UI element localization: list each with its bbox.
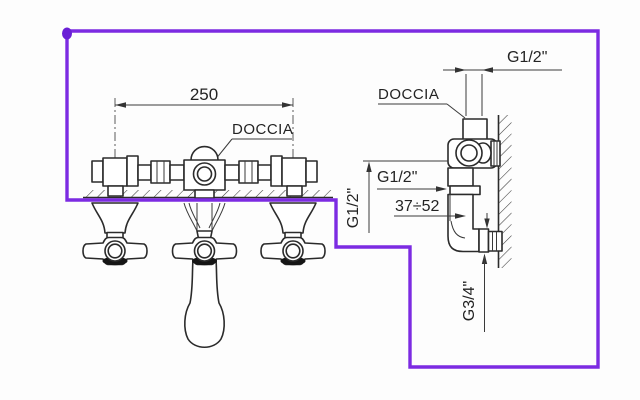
side-view: G1/2" DOCCIA G (345, 49, 562, 332)
shower-stub (462, 118, 488, 141)
diverter-cross-handle[interactable] (171, 236, 238, 267)
right-valve-body (281, 157, 307, 187)
dimension-37-52: 37÷52 (394, 194, 466, 221)
cold-cross-handle[interactable] (82, 236, 148, 267)
left-valve-body (102, 157, 128, 187)
right-nut (270, 155, 283, 187)
dimension-250: 250 (115, 85, 293, 108)
doccia-front-label: DOCCIA (232, 121, 293, 138)
left-nut (126, 155, 139, 187)
selection-outline (65, 29, 600, 369)
width-dimension-label: 250 (190, 85, 218, 104)
union-nut-side (449, 185, 481, 196)
right-end-cap (305, 160, 318, 183)
g34-rotated-callout: G3/4" (461, 213, 490, 332)
g12-rotated-callout: G1/2" (345, 160, 448, 233)
bottom-outlet-nut (487, 230, 503, 252)
left-handle-escutcheon (91, 202, 139, 243)
g34-rotated-label: G3/4" (461, 281, 478, 321)
g12-top-label: G1/2" (507, 49, 547, 66)
doccia-callout-side: DOCCIA (378, 86, 466, 119)
tub-spout (184, 258, 225, 349)
center-dome (190, 145, 219, 161)
hot-cross-handle[interactable] (260, 236, 326, 267)
dimension-g12-top: G1/2" (443, 49, 562, 116)
manifold-bar (91, 145, 318, 199)
right-handle-escutcheon (269, 202, 317, 243)
side-fixture (447, 118, 503, 253)
wall-flange (490, 140, 501, 167)
g12-rotated-label: G1/2" (345, 188, 362, 228)
depth-range-label: 37÷52 (395, 198, 439, 215)
selection-annotation (62, 27, 600, 369)
selection-vertex-handle[interactable] (62, 27, 72, 40)
front-view: 250 DOCCIA (82, 85, 333, 349)
left-end-cap (91, 160, 104, 183)
elbow-pipe (447, 193, 480, 253)
g12-union-label: G1/2" (377, 169, 417, 186)
right-union (238, 160, 259, 184)
neck (447, 167, 474, 187)
left-union (150, 160, 171, 184)
center-yoke (183, 202, 226, 242)
doccia-side-label: DOCCIA (378, 86, 439, 103)
g12-union-callout: G1/2" (377, 169, 447, 192)
